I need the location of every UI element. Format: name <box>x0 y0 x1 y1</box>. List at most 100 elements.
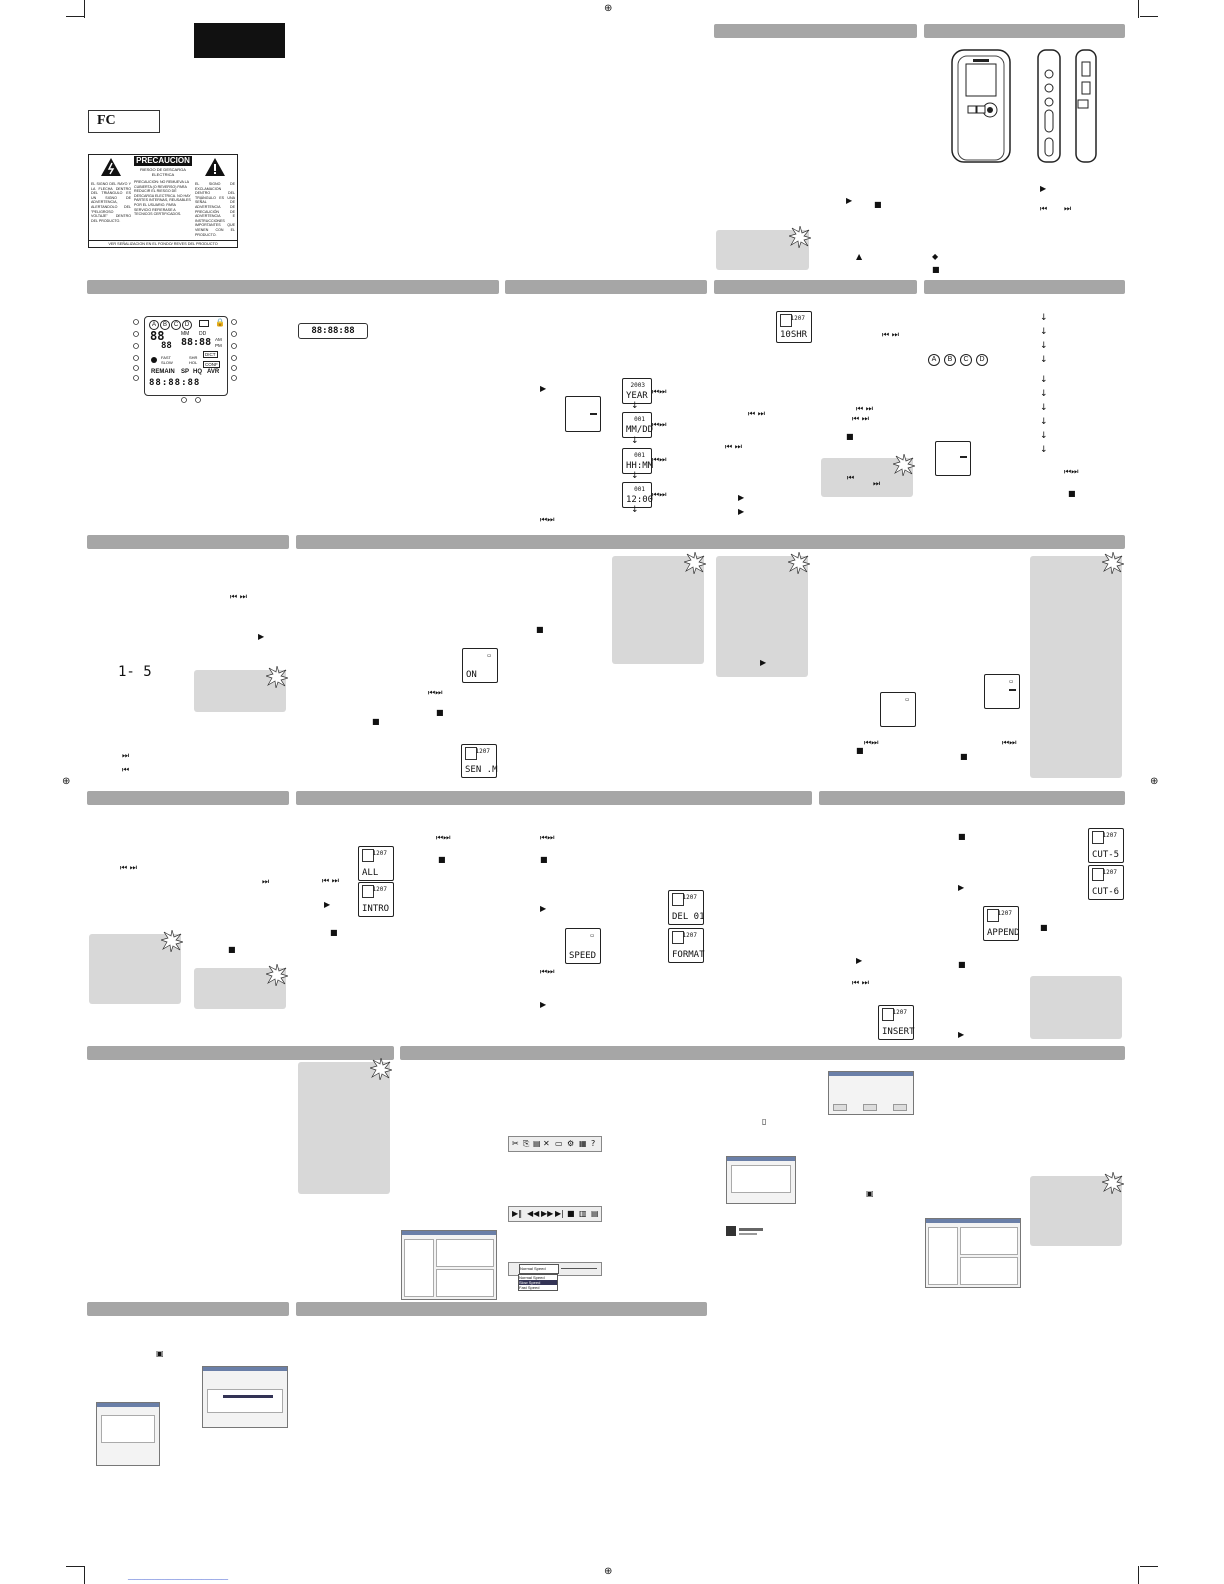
footer-link[interactable]: ______________________________ <box>128 1574 229 1580</box>
skip-forward-icon: ⏭ <box>1064 204 1072 213</box>
lcd-am: AM <box>215 337 222 342</box>
lcd-folder-icon <box>1092 831 1104 844</box>
skip-buttons-icon: ⏮⏭ <box>540 515 555 524</box>
lcd-big-digits: 88 <box>150 329 165 343</box>
lcd-value: 1207 <box>682 894 697 901</box>
crop-mark <box>1140 16 1158 17</box>
lcd-speed-screen: ▭ SPEED <box>565 928 601 964</box>
left-column: EL SIGNO DEL RAYO Y LA FLECHA DENTRO DEL… <box>91 157 131 223</box>
skip-buttons-icon: ⏮⏭ <box>864 738 879 747</box>
lightning-warning-icon <box>101 158 121 176</box>
lcd-time: 88:88 <box>181 337 212 348</box>
speed-option[interactable]: Slow Speed <box>519 1280 557 1285</box>
document-icon: ▣ <box>156 1349 164 1358</box>
tip-box <box>194 964 288 1009</box>
lcd-value: 1207 <box>1102 869 1117 876</box>
play-icon: ▶ <box>540 1000 547 1009</box>
paste-icon[interactable]: ▤ <box>533 1139 541 1148</box>
bookmark-icon[interactable]: ▥ <box>579 1209 587 1218</box>
lcd-text: ON <box>466 670 477 680</box>
exclamation-warning-icon <box>205 158 225 176</box>
stop-icon: ■ <box>874 200 882 209</box>
fast-forward-icon[interactable]: ▶▶ <box>541 1209 554 1218</box>
arrow-down-icon: ↓ <box>1040 403 1048 413</box>
lcd-text: HH:MM <box>626 461 654 471</box>
registration-mark-icon: ⊕ <box>604 1566 613 1577</box>
lcd-text: CUT-6 <box>1092 887 1120 897</box>
tool-icon[interactable]: ⚙ <box>567 1139 575 1148</box>
registration-mark-icon: ⊕ <box>604 3 613 14</box>
play-icon: ▶ <box>738 507 745 516</box>
battery-icon: ▭ <box>590 932 594 939</box>
lcd-fast: FAST <box>161 355 172 360</box>
arrow-down-icon: ↓ <box>631 436 639 446</box>
lcd-text: MM/DD <box>626 425 654 435</box>
rewind-icon[interactable]: ◀◀ <box>527 1209 540 1218</box>
speed-option[interactable]: Normal Speed <box>519 1275 545 1280</box>
lcd-value: 2003 <box>630 382 645 389</box>
battery-icon: ▭ <box>905 696 909 703</box>
skip-buttons-icon: ⏮ ⏭ <box>725 442 742 451</box>
lcd-text: INTRO <box>362 904 390 914</box>
cut-icon[interactable]: ✂ <box>512 1139 519 1148</box>
lcd-text: SPEED <box>569 951 597 961</box>
lcd-dict: DICT <box>203 351 218 358</box>
caution-box: EL SIGNO DEL RAYO Y LA FLECHA DENTRO DEL… <box>88 154 238 248</box>
lcd-folder-icon <box>362 849 374 862</box>
clock-display: 1- 5 <box>118 664 152 680</box>
skip-buttons-icon: ⏮ ⏭ <box>852 414 869 423</box>
folder-icon[interactable]: ▭ <box>555 1139 563 1148</box>
help-icon[interactable]: ? <box>591 1139 596 1148</box>
folder-b: B <box>944 354 956 366</box>
section-header-bar <box>400 1046 1125 1060</box>
speed-select[interactable]: Normal Speed <box>519 1264 559 1274</box>
black-header-box <box>194 23 285 58</box>
copy-icon[interactable]: ⎘ <box>523 1139 530 1148</box>
section-header-bar <box>924 280 1125 294</box>
fcc-logo: FC <box>97 113 116 128</box>
speed-slider[interactable] <box>561 1268 597 1269</box>
stop-icon[interactable]: ■ <box>567 1209 575 1218</box>
skip-buttons-icon: ⏮ ⏭ <box>852 978 869 987</box>
tip-box <box>716 226 811 270</box>
lcd-value: 1207 <box>1102 832 1117 839</box>
skip-buttons-icon: ⏮⏭ <box>652 420 667 429</box>
lcd-value: 1207 <box>790 315 805 322</box>
crop-mark <box>84 1566 85 1584</box>
stop-icon: ■ <box>1068 489 1076 498</box>
play-icon: ▶ <box>760 658 767 667</box>
play-icon: ▶ <box>540 384 547 393</box>
stop-icon: ■ <box>536 625 544 634</box>
section-header-bar <box>296 791 812 805</box>
stop-icon: ■ <box>958 832 966 841</box>
registration-mark-icon: ⊕ <box>1150 776 1159 787</box>
lcd-folder-icon <box>780 314 792 327</box>
skip-buttons-icon: ⏮⏭ <box>540 967 555 976</box>
folder-sequence: A B C D <box>928 354 988 366</box>
play-pause-icon[interactable]: ▶‖ <box>512 1209 523 1218</box>
list-icon[interactable]: ▤ <box>591 1209 599 1218</box>
play-icon: ▶ <box>1040 184 1047 193</box>
lcd-text: CUT-5 <box>1092 850 1120 860</box>
skip-forward-icon: ⏭ <box>122 751 130 760</box>
tip-burst-icon <box>684 552 706 574</box>
grid-icon[interactable]: ▦ <box>579 1139 587 1148</box>
play-icon: ▶ <box>324 900 331 909</box>
delete-icon[interactable]: ✕ <box>543 1139 550 1148</box>
caution-center-text: PRECAUCION: NO REMUEVA LA CUBIERTA (O RE… <box>134 180 191 217</box>
play-icon: ▶ <box>540 904 547 913</box>
lcd-conf: CONF <box>203 361 220 368</box>
tip-box <box>612 552 706 664</box>
lcd-value: 1207 <box>475 748 490 755</box>
tip-burst-icon <box>788 552 810 574</box>
tip-burst-icon <box>893 454 915 476</box>
lcd-blank-screen: ▭ <box>984 674 1020 709</box>
skip-icon[interactable]: ▶| <box>555 1209 564 1218</box>
tip-box <box>194 666 288 712</box>
tip-box <box>1030 976 1122 1039</box>
section-header-bar <box>714 24 917 38</box>
speed-option[interactable]: Fast Speed <box>519 1285 540 1290</box>
